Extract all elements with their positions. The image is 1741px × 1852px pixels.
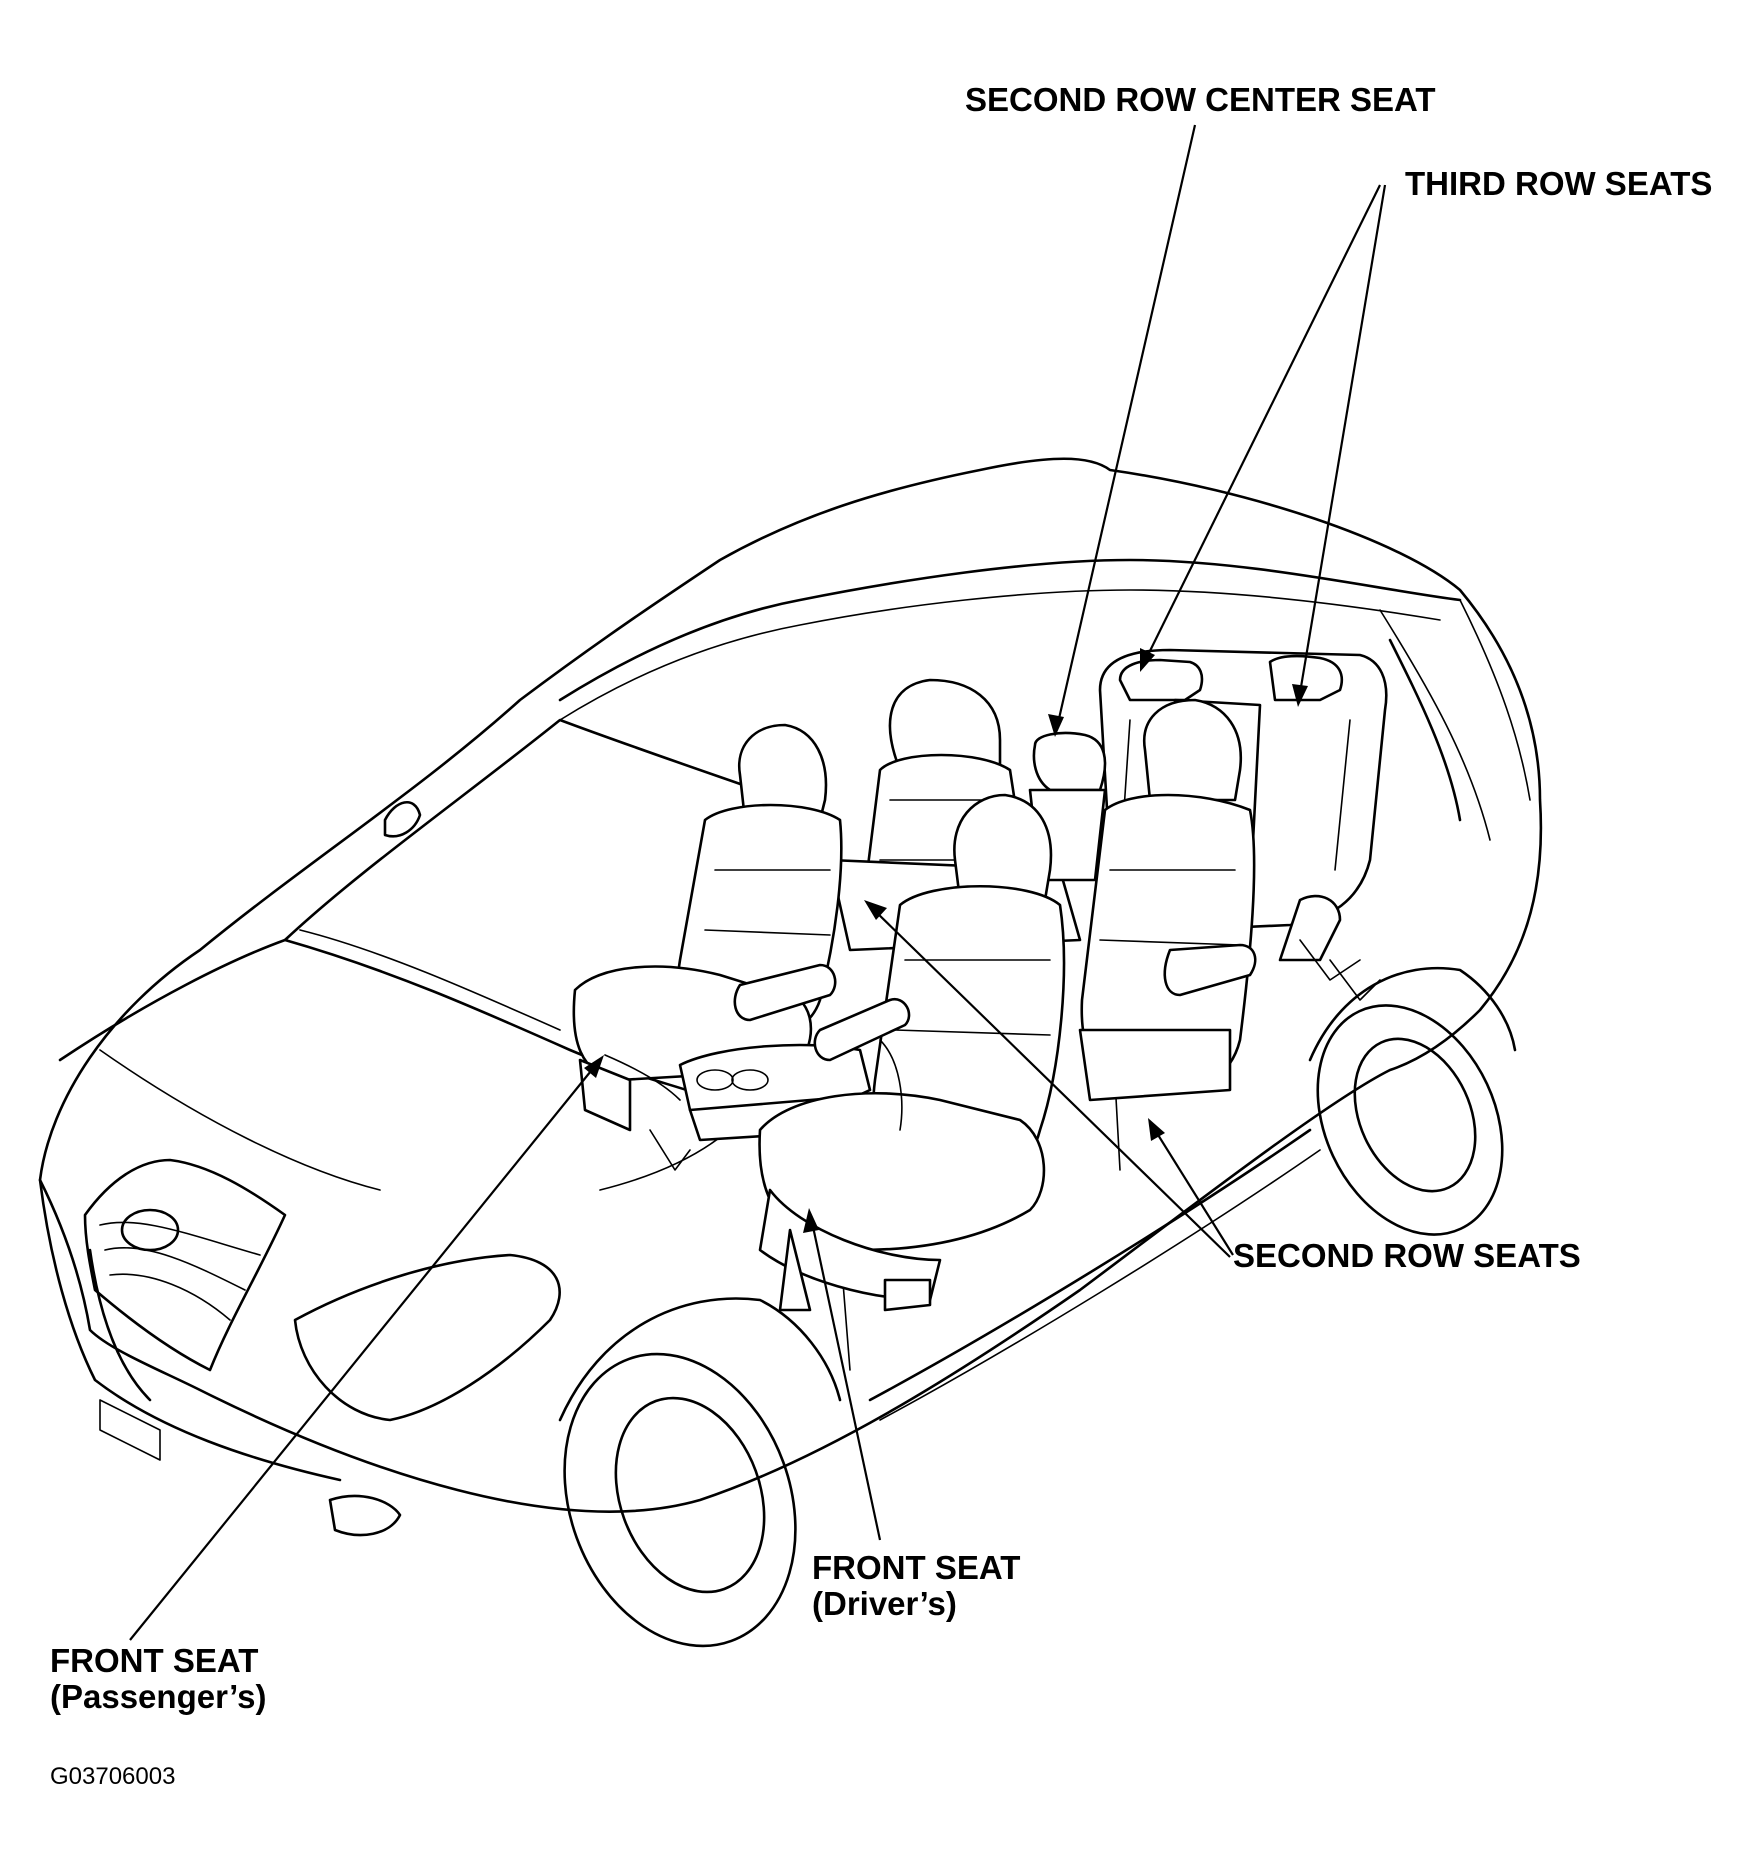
floor-line [604, 1054, 681, 1101]
leader-lines [129, 124, 1387, 1641]
front-passenger-seat [572, 723, 843, 1132]
label-front-seat-driver-line2: (Driver’s) [812, 1585, 957, 1622]
rear-floor-bracket [1329, 959, 1381, 1001]
label-second-row-center-seat: SECOND ROW CENTER SEAT [965, 81, 1436, 118]
label-second-row-seats: SECOND ROW SEATS [1233, 1237, 1581, 1274]
vehicle-body [38, 457, 1543, 1648]
front-driver-seat [758, 793, 1066, 1312]
second-row-right-seat [1078, 698, 1257, 1102]
label-front-seat-driver-line1: FRONT SEAT [812, 1549, 1021, 1586]
label-front-seat-passenger-line2: (Passenger’s) [50, 1678, 267, 1715]
figure-code: G03706003 [50, 1763, 176, 1790]
label-third-row-seats: THIRD ROW SEATS [1405, 165, 1713, 202]
label-front-seat-passenger-line1: FRONT SEAT [50, 1642, 259, 1679]
floor-bracket [649, 1129, 691, 1171]
label-front-seat-driver: FRONT SEAT (Driver’s) [812, 1550, 1020, 1622]
label-front-seat-passenger: FRONT SEAT (Passenger’s) [50, 1643, 266, 1715]
